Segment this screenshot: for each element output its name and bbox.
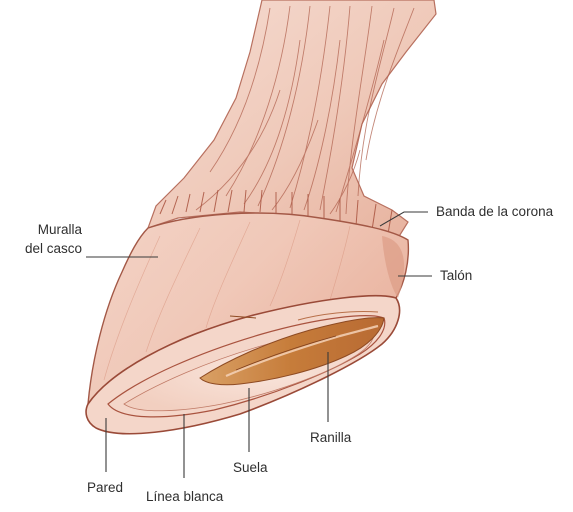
label-muralla-line2: del casco — [12, 239, 82, 258]
label-muralla-del-casco: Muralla del casco — [12, 220, 82, 258]
label-banda-de-la-corona: Banda de la corona — [436, 204, 553, 220]
label-muralla-line1: Muralla — [12, 220, 82, 239]
label-ranilla: Ranilla — [310, 430, 351, 446]
label-pared: Pared — [87, 480, 123, 496]
label-linea-blanca: Línea blanca — [146, 489, 223, 505]
pastern-leg — [148, 0, 436, 238]
label-suela: Suela — [233, 460, 268, 476]
label-talon: Talón — [440, 268, 472, 284]
